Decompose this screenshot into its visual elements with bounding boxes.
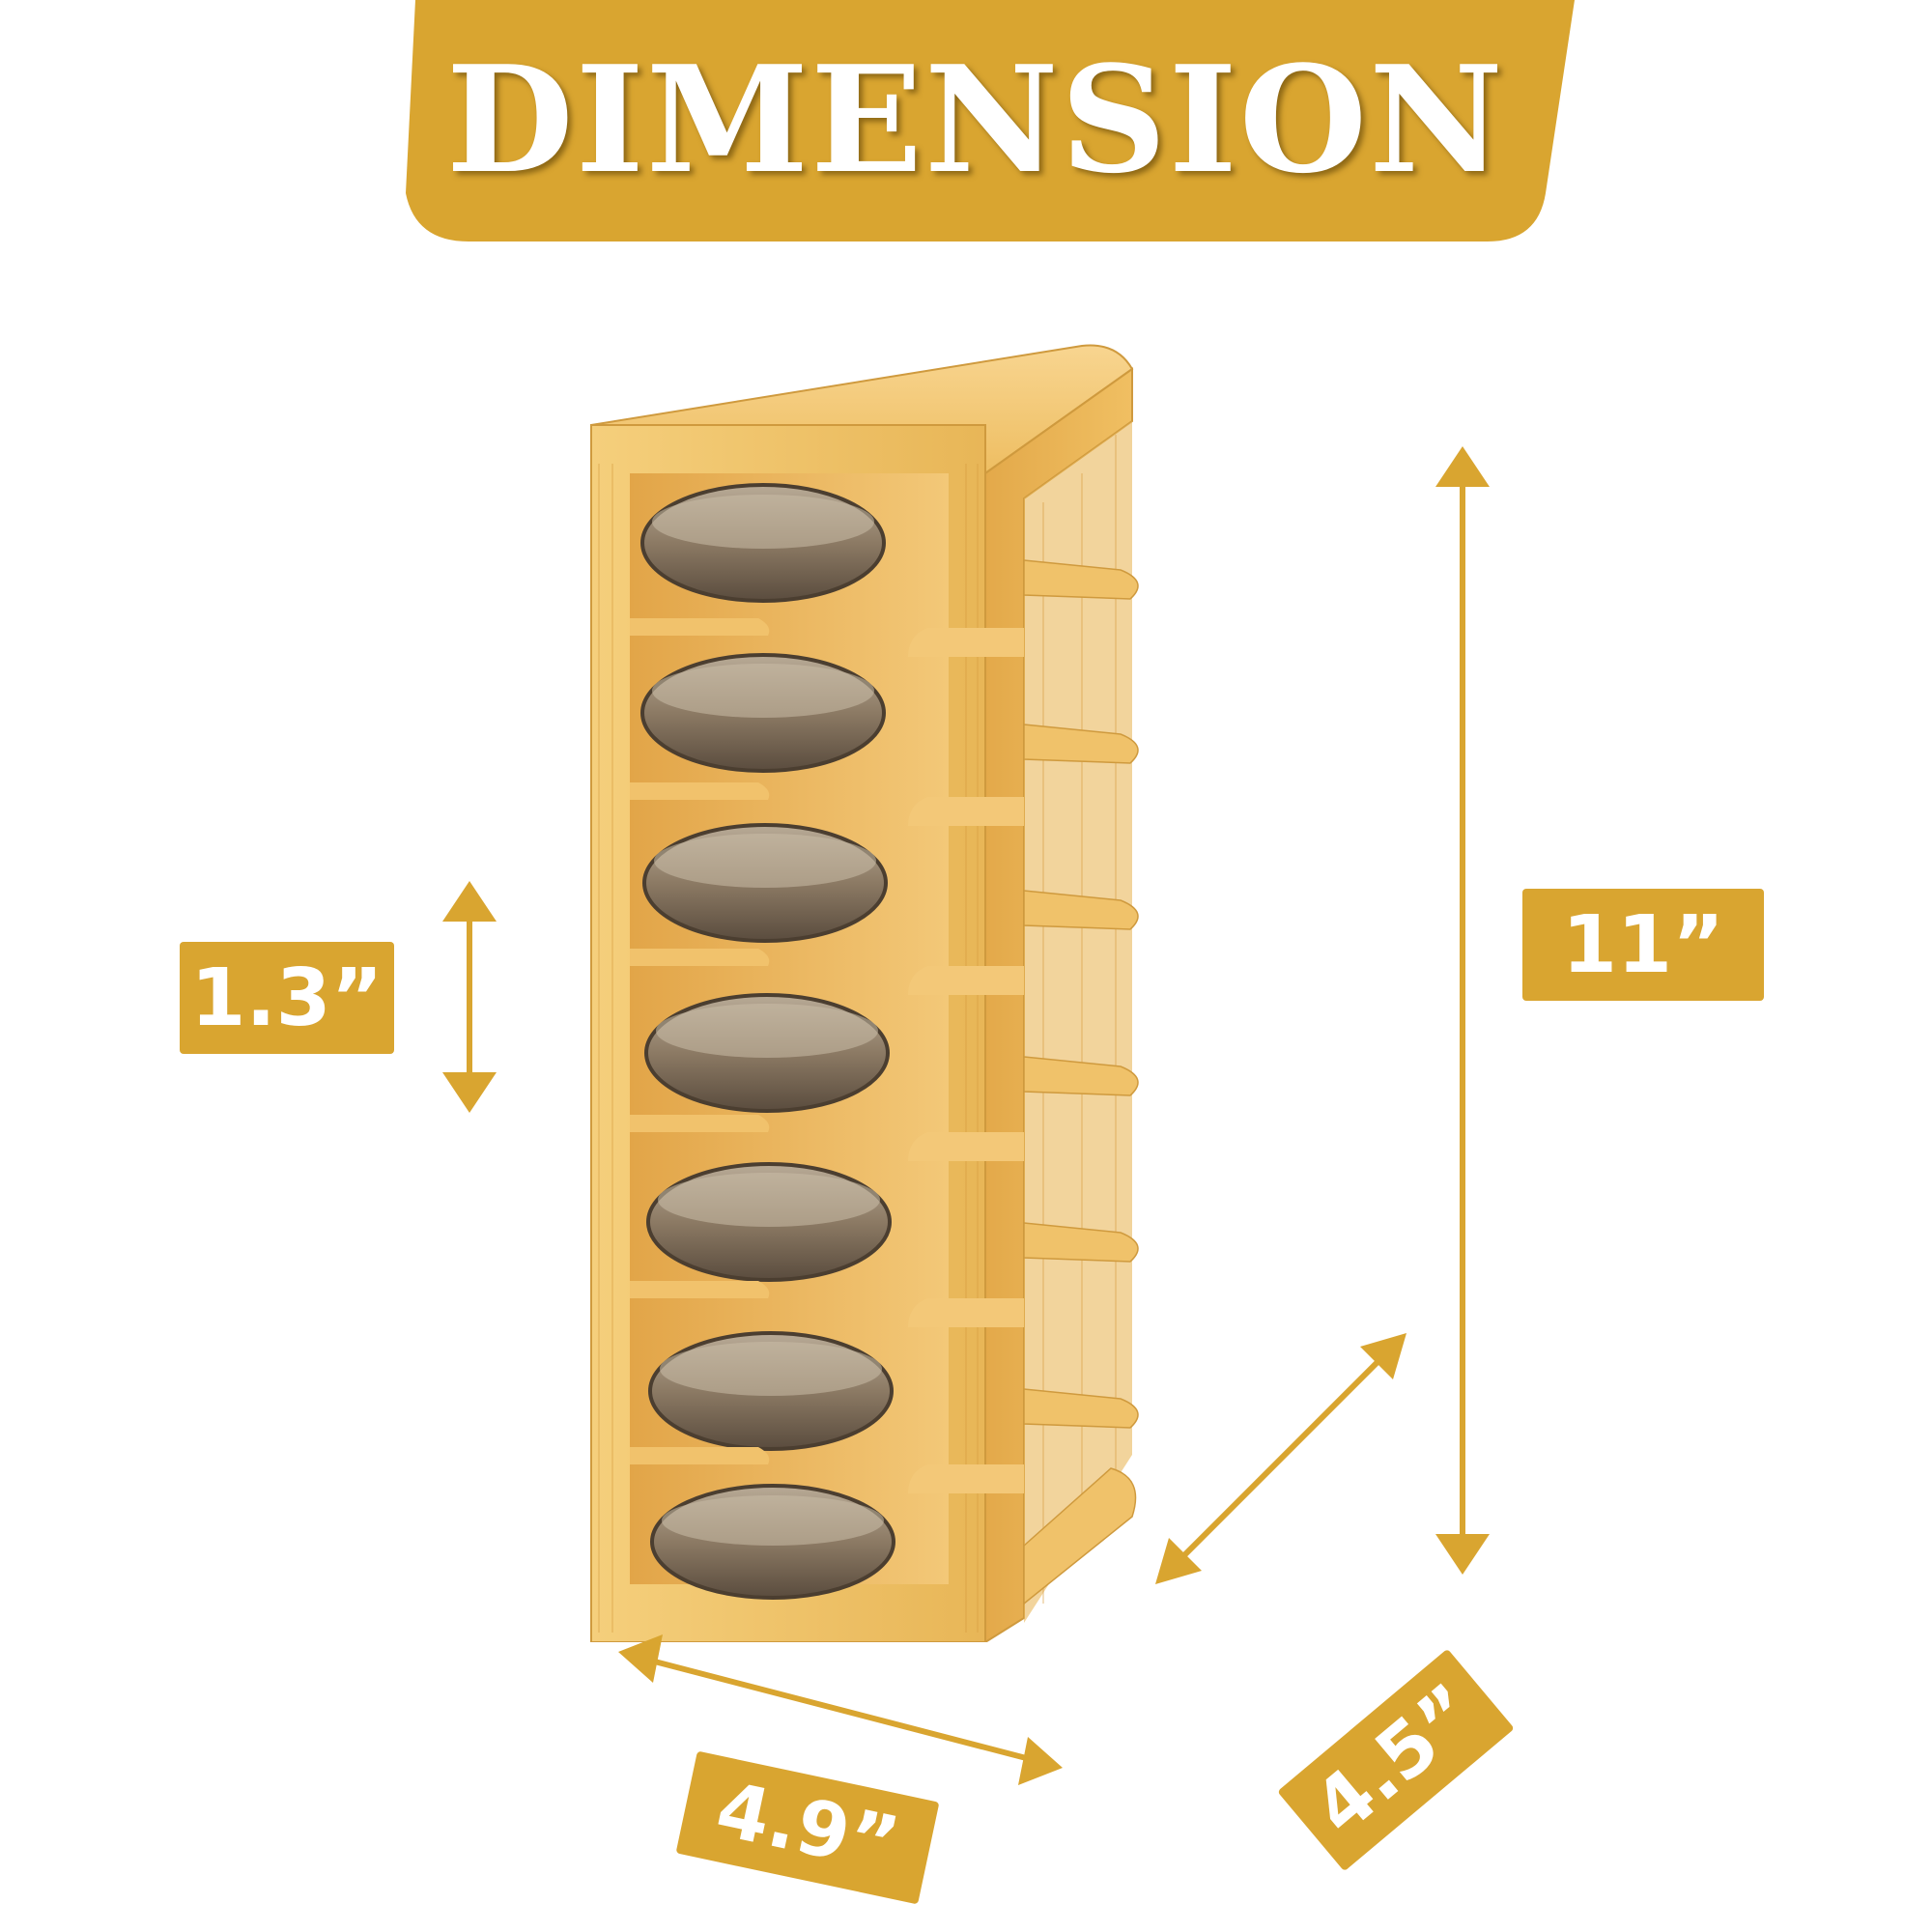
- depth-arrow: [1155, 1333, 1406, 1584]
- title-banner: DIMENSION: [377, 0, 1575, 245]
- shelves: [630, 483, 1024, 1600]
- depth-label: 4.5”: [1277, 1648, 1515, 1872]
- slot-height-label: 1.3”: [180, 942, 394, 1054]
- width-arrow: [618, 1634, 1063, 1785]
- total-height-arrow: [1435, 446, 1490, 1575]
- side-tabs: [1023, 559, 1139, 1605]
- slot-height-arrow: [442, 881, 497, 1113]
- rack-drawing: [590, 344, 1139, 1642]
- bamboo-rack-illustration: [541, 328, 1352, 1642]
- wood-grain: [598, 435, 1117, 1633]
- total-height-label: 11”: [1522, 889, 1764, 1001]
- page-title: DIMENSION: [445, 33, 1506, 206]
- banner-shape: [406, 0, 1575, 242]
